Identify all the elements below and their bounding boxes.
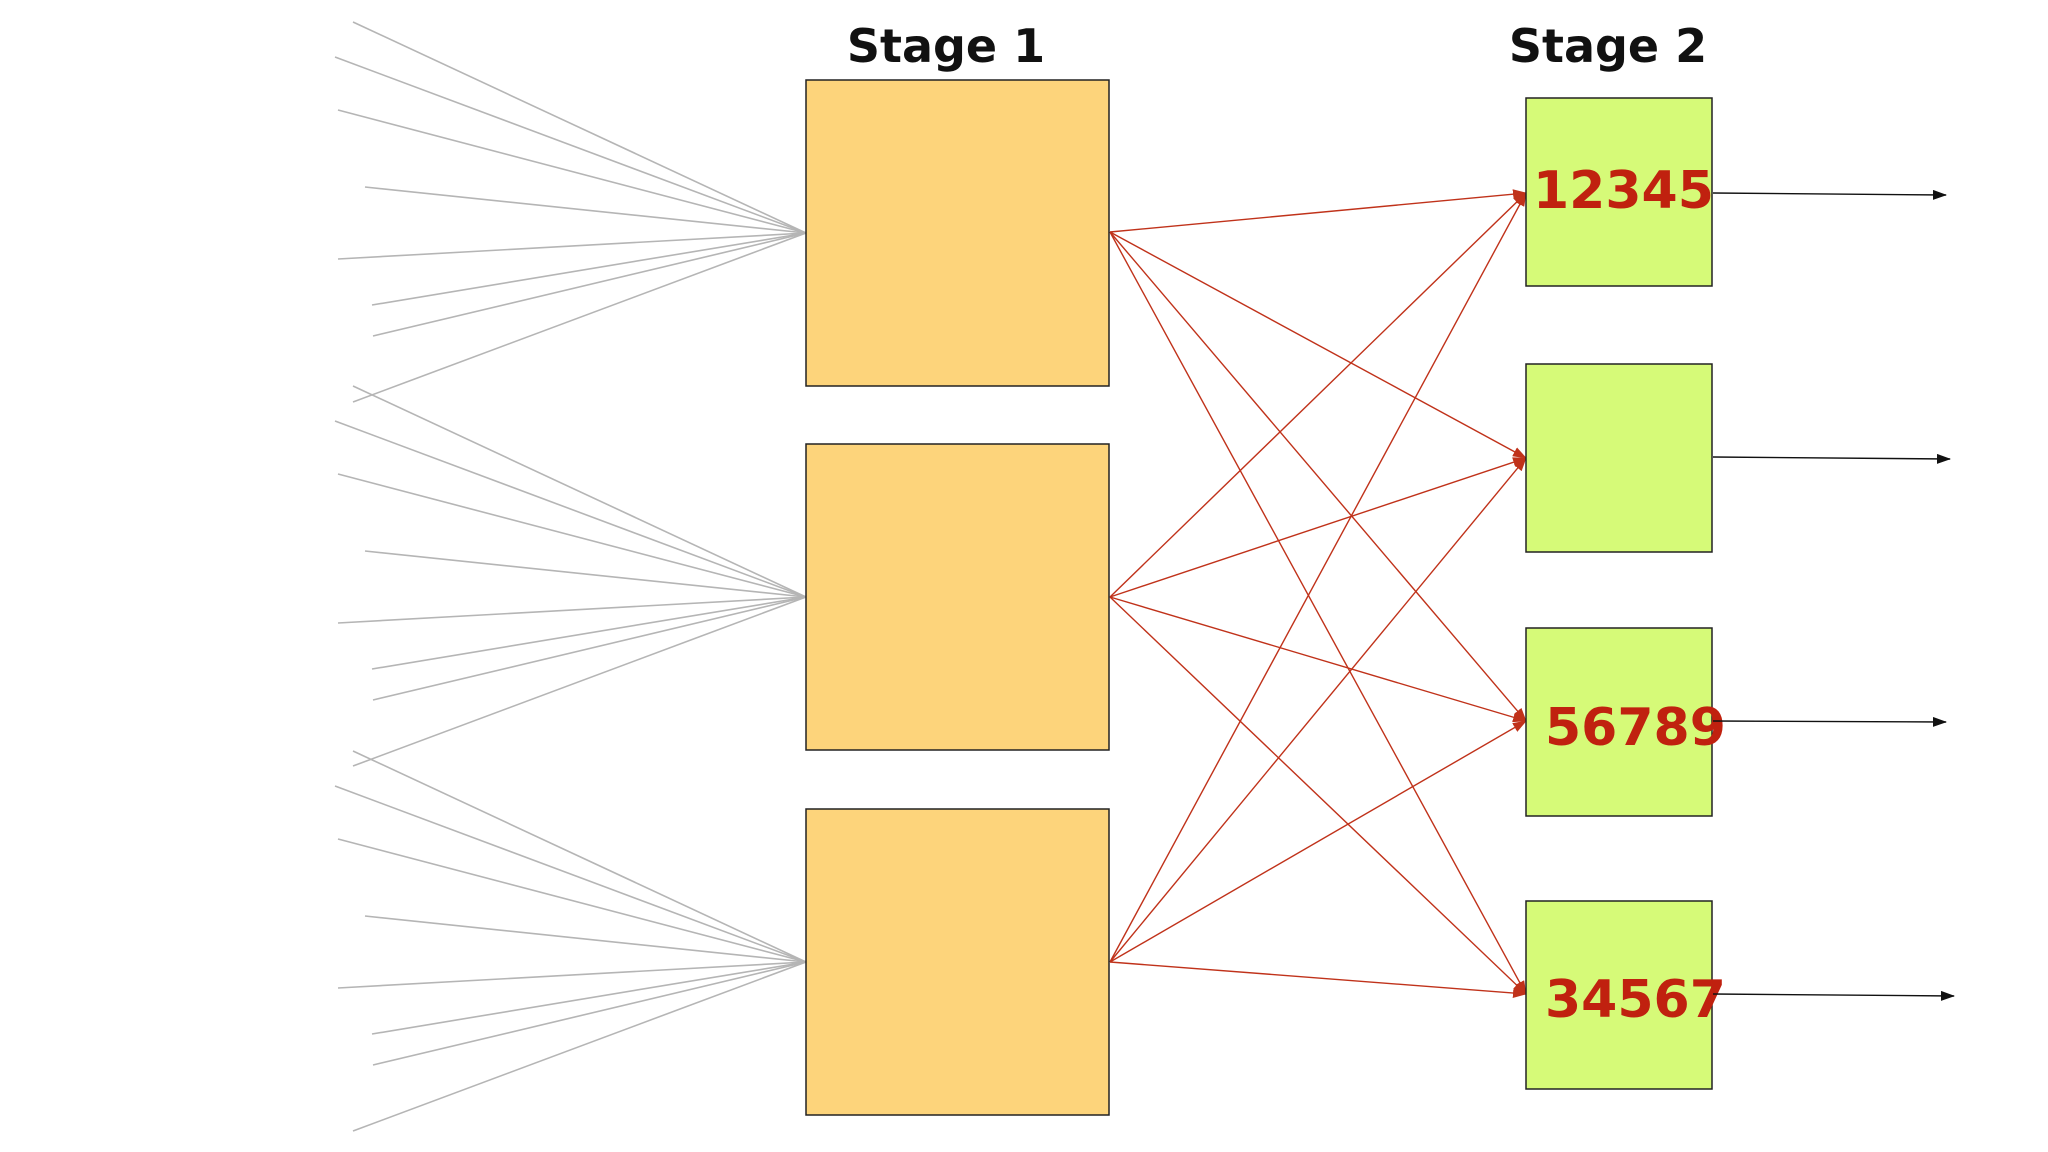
stage-2-box-2 <box>1525 363 1713 553</box>
output-arrows <box>1712 189 1955 1001</box>
input-line <box>352 21 807 234</box>
input-line <box>364 915 807 963</box>
input-line <box>371 232 807 306</box>
input-line <box>337 961 807 989</box>
input-line <box>372 232 807 337</box>
shuffle-connection <box>1109 189 1527 233</box>
input-line <box>334 56 807 234</box>
shuffle-connection <box>1109 231 1527 459</box>
input-line <box>372 961 807 1066</box>
input-line <box>352 596 807 767</box>
input-line <box>372 596 807 701</box>
input-line <box>371 961 807 1035</box>
input-line <box>364 550 807 598</box>
stage-2-box-3 <box>1525 627 1713 817</box>
shuffle-connection <box>1109 231 1527 995</box>
stage-1-box-3 <box>805 808 1110 1116</box>
stage-2-box-1-label: 12345 <box>1533 161 1714 221</box>
stage-1-box-1 <box>805 79 1110 387</box>
stage-2-box-1 <box>1525 97 1713 287</box>
shuffle-connections <box>1109 189 1527 998</box>
input-line <box>337 109 807 234</box>
input-line <box>337 473 807 598</box>
stage-1-box-2 <box>805 443 1110 751</box>
input-line <box>352 750 807 963</box>
shuffle-connection <box>1109 457 1527 598</box>
shuffle-connection <box>1109 192 1527 963</box>
shuffle-connection <box>1109 596 1527 723</box>
stage-2-box-3-label: 56789 <box>1545 698 1726 758</box>
input-line <box>364 186 807 234</box>
shuffle-connection <box>1109 457 1527 963</box>
input-line <box>352 385 807 598</box>
input-line <box>371 596 807 670</box>
shuffle-connection <box>1109 231 1527 722</box>
input-line <box>337 838 807 963</box>
output-arrow <box>1712 990 1955 1001</box>
input-line <box>334 420 807 598</box>
input-line <box>337 596 807 624</box>
shuffle-connection <box>1109 961 1527 998</box>
stage-2-box-4 <box>1525 900 1713 1090</box>
shuffle-connection <box>1109 192 1527 598</box>
output-arrow <box>1712 716 1947 727</box>
stage-2-box-4-label: 34567 <box>1545 970 1726 1030</box>
stage-2-heading: Stage 2 <box>1509 19 1707 73</box>
output-arrow <box>1712 453 1951 464</box>
input-line <box>352 232 807 403</box>
input-line <box>337 232 807 260</box>
input-lines <box>334 21 807 1132</box>
stage-1-heading: Stage 1 <box>847 19 1045 73</box>
shuffle-connection <box>1109 596 1527 995</box>
input-line <box>352 961 807 1132</box>
shuffle-connection <box>1109 720 1527 963</box>
input-line <box>334 785 807 963</box>
output-arrow <box>1712 189 1947 200</box>
